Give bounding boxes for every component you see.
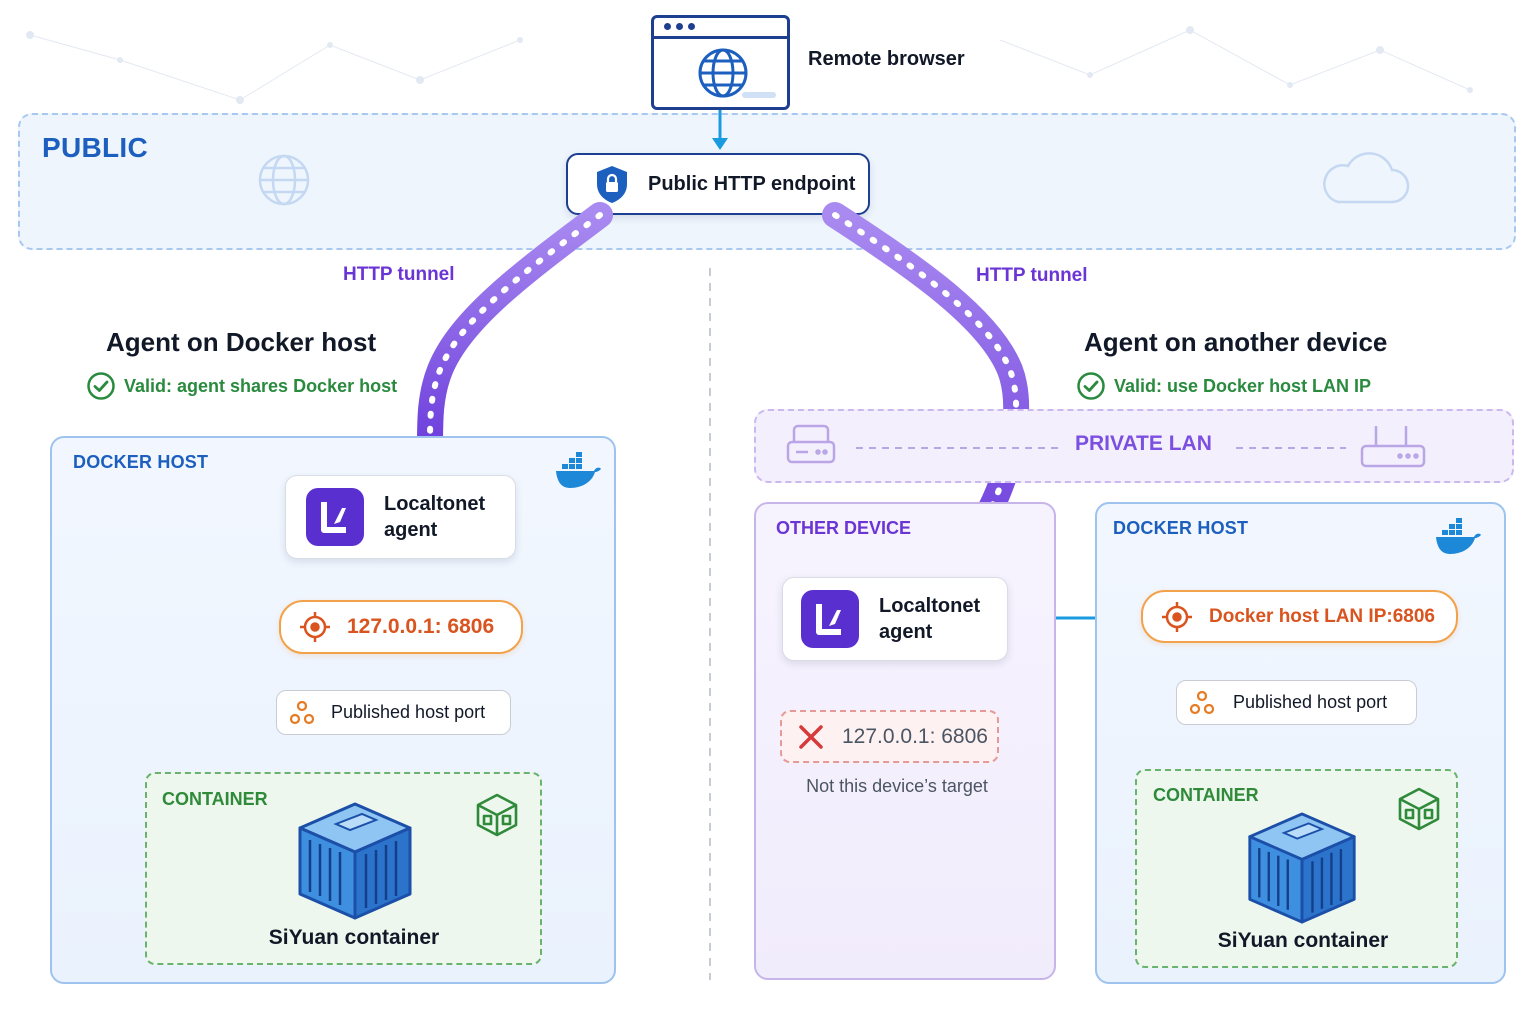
target-icon	[1162, 601, 1192, 632]
left-agent-line1: Localtonet	[384, 493, 486, 515]
right-published-port[interactable]: Published host port	[1176, 680, 1417, 725]
left-docker-host-title: DOCKER HOST	[73, 452, 209, 472]
shipping-container-icon	[1248, 812, 1356, 924]
cloud-icon	[1323, 152, 1410, 204]
right-valid-note: Valid: use Docker host LAN IP	[1076, 371, 1371, 401]
left-target-pill[interactable]: 127.0.0.1: 6806	[279, 600, 523, 654]
left-valid-note: Valid: agent shares Docker host	[86, 371, 397, 401]
globe-icon	[258, 154, 310, 206]
invalid-target-text: 127.0.0.1: 6806	[842, 724, 988, 748]
cube-icon	[476, 793, 518, 837]
browser-window-icon	[651, 15, 790, 110]
invalid-target-note: Not this device’s target	[806, 776, 988, 796]
router-icon	[1360, 426, 1426, 468]
right-port-label: Published host port	[1233, 692, 1388, 712]
right-agent-line1: Localtonet	[879, 595, 981, 617]
remote-browser-label: Remote browser	[808, 48, 965, 70]
left-container-title: CONTAINER	[162, 789, 268, 809]
target-icon	[300, 612, 330, 642]
left-heading: Agent on Docker host	[106, 327, 377, 357]
right-valid-text: Valid: use Docker host LAN IP	[1114, 375, 1372, 396]
public-endpoint-card[interactable]: Public HTTP endpoint	[566, 153, 870, 215]
right-container-title: CONTAINER	[1153, 785, 1259, 805]
right-target-pill[interactable]: Docker host LAN IP:6806	[1141, 590, 1458, 643]
shield-lock-icon	[597, 166, 627, 203]
docker-whale-icon	[556, 452, 601, 488]
shipping-container-icon	[298, 802, 412, 920]
right-docker-host-title: DOCKER HOST	[1113, 518, 1249, 538]
localtonet-logo-icon	[306, 488, 364, 546]
port-nodes-icon	[1189, 690, 1215, 714]
localtonet-logo-icon	[801, 590, 859, 648]
router-icon	[786, 424, 836, 464]
right-heading: Agent on another device	[1084, 327, 1388, 357]
right-target-text: Docker host LAN IP:6806	[1209, 605, 1435, 627]
left-published-port[interactable]: Published host port	[276, 690, 511, 735]
right-container-label: SiYuan container	[1217, 929, 1389, 952]
left-tunnel-label: HTTP tunnel	[343, 264, 455, 285]
right-agent-line2: agent	[879, 621, 933, 643]
left-target-text: 127.0.0.1: 6806	[347, 615, 495, 638]
left-port-label: Published host port	[331, 702, 486, 722]
other-device-title: OTHER DEVICE	[776, 518, 912, 538]
globe-icon	[698, 48, 748, 98]
left-valid-text: Valid: agent shares Docker host	[124, 375, 398, 396]
check-circle-icon	[87, 372, 115, 400]
right-tunnel-label: HTTP tunnel	[976, 265, 1088, 286]
docker-whale-icon	[1436, 518, 1481, 554]
port-nodes-icon	[289, 700, 315, 724]
x-mark-icon	[799, 724, 823, 749]
private-lan-title: PRIVATE LAN	[1075, 432, 1212, 455]
left-localtonet-agent-card[interactable]: Localtonet agent	[285, 475, 516, 559]
public-zone-title: PUBLIC	[42, 132, 149, 163]
left-container-label: SiYuan container	[268, 926, 440, 949]
right-localtonet-agent-card[interactable]: Localtonet agent	[782, 577, 1008, 661]
public-endpoint-label: Public HTTP endpoint	[648, 172, 856, 195]
cube-icon	[1398, 787, 1440, 831]
check-circle-icon	[1077, 372, 1105, 400]
invalid-target-box: 127.0.0.1: 6806	[780, 710, 999, 763]
left-agent-line2: agent	[384, 519, 438, 541]
